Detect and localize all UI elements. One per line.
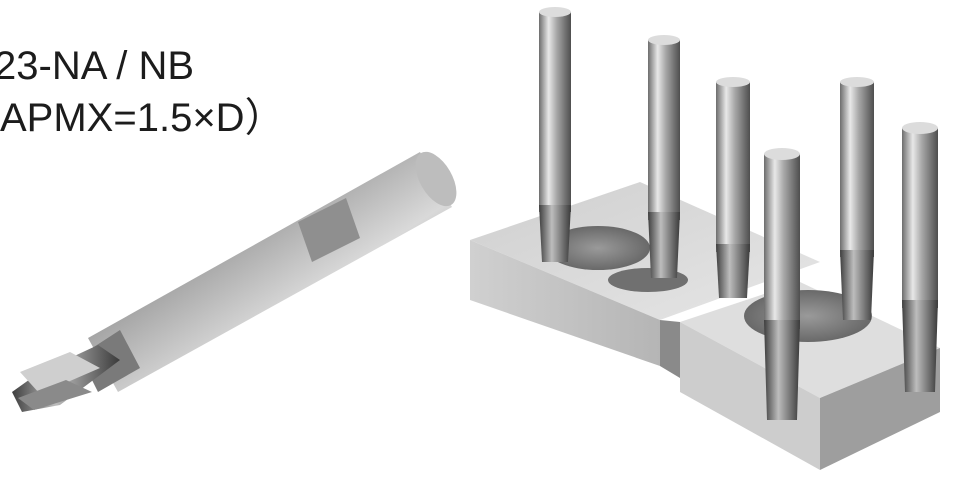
product-caption: 23-NA / NB APMX=1.5×D） xyxy=(0,40,285,144)
block-front-face xyxy=(470,240,660,366)
end-mill-flute-edge xyxy=(18,380,92,410)
pocket-left xyxy=(546,226,650,270)
block-front-lower xyxy=(680,322,820,470)
depth-spec-text: APMX=1.5×D） xyxy=(0,96,285,140)
end-mill-flat xyxy=(298,198,360,262)
vertical-end-mill xyxy=(764,148,800,420)
end-mill-tool xyxy=(12,151,457,412)
end-mill-flute-edge xyxy=(20,352,100,394)
end-mill-array xyxy=(539,7,938,420)
vertical-end-mill xyxy=(716,77,750,298)
vertical-end-mill xyxy=(648,35,680,278)
end-mill-shank xyxy=(88,152,452,392)
block-step-face xyxy=(660,320,680,378)
vertical-end-mill xyxy=(902,122,938,392)
end-mill-end-face xyxy=(415,151,457,207)
vertical-end-mill xyxy=(539,7,571,262)
vertical-end-mill xyxy=(840,77,874,320)
product-code-text: 23-NA / NB xyxy=(0,44,195,88)
